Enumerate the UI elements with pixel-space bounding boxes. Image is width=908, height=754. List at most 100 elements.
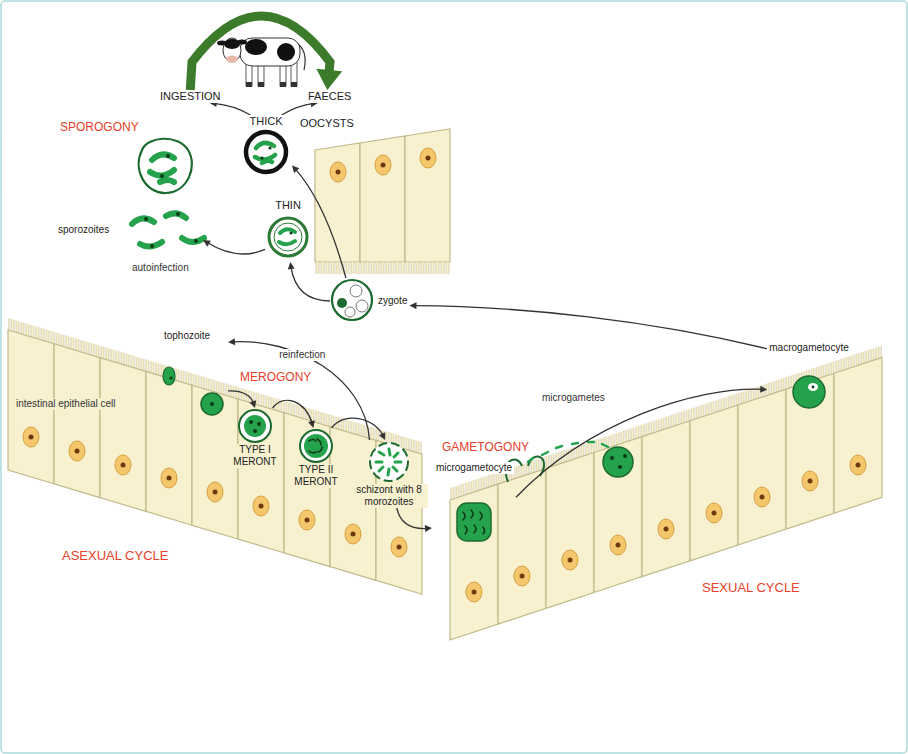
epithelial-cell	[450, 484, 498, 640]
ruptured-vacuole	[370, 443, 408, 481]
nucleus	[253, 496, 269, 516]
nucleus	[345, 524, 361, 544]
arrowhead	[379, 432, 385, 440]
zygote-vesicle	[350, 285, 362, 297]
calf-figure	[217, 38, 305, 87]
schizont-figure	[370, 443, 408, 481]
nucleolus	[616, 543, 621, 548]
dot	[194, 239, 198, 243]
epithelial-cell	[238, 399, 284, 553]
microvilli-band	[315, 262, 450, 274]
arrowhead	[308, 420, 315, 428]
dot	[290, 232, 293, 235]
meront-body	[244, 415, 266, 437]
nucleolus	[520, 574, 525, 579]
oocyst-wall	[269, 218, 307, 256]
dot	[253, 429, 257, 433]
epithelial-cell	[738, 389, 786, 545]
arrowhead	[203, 240, 211, 247]
dot	[166, 154, 170, 158]
autoinfection-label: autoinfection	[130, 262, 191, 274]
nucleolus	[760, 495, 765, 500]
arrowhead	[316, 69, 342, 90]
nucleus	[514, 566, 530, 586]
nucleus	[706, 503, 722, 523]
arrowhead	[292, 165, 299, 173]
oocysts-label: OOCYSTS	[298, 117, 356, 130]
nucleus	[375, 155, 391, 175]
early-meront-figure	[201, 393, 223, 415]
stage-figure-area	[146, 342, 228, 417]
dot	[623, 454, 627, 458]
nucleus	[299, 510, 315, 530]
stage-label: tophozoite	[162, 330, 212, 342]
nucleolus	[336, 170, 341, 175]
cow-hoof	[246, 82, 252, 87]
nucleus	[207, 482, 223, 502]
sporozoite	[132, 213, 204, 246]
connector	[203, 240, 265, 254]
macrogametocyte-body	[793, 376, 825, 408]
epithelial-cell	[546, 452, 594, 608]
epithelial-cell	[405, 129, 450, 262]
stage-label: INGESTION	[158, 90, 223, 103]
oocyst-inner-wall	[274, 223, 302, 251]
nucleus	[610, 535, 626, 555]
zygote-wall	[332, 280, 372, 320]
dot	[210, 402, 214, 406]
stage-heading: MEROGONY	[238, 370, 313, 385]
dot	[257, 422, 261, 426]
trophozoite-figure	[163, 367, 175, 385]
merozoite-marks	[309, 439, 322, 453]
connector	[516, 389, 767, 497]
nucleus	[754, 487, 770, 507]
nucleus	[802, 471, 818, 491]
nucleolus	[664, 527, 669, 532]
microgamete-marks	[463, 510, 485, 534]
macrogametocyte-figure	[793, 376, 825, 408]
trophozoite: tophozoite	[146, 330, 228, 417]
dot	[610, 456, 614, 460]
thin-oocyst: THIN	[265, 199, 311, 262]
epithelial-cell	[54, 344, 100, 498]
epithelial-cell	[690, 405, 738, 561]
nucleus	[658, 519, 674, 539]
stage-label: zygote	[376, 295, 409, 307]
cow-patch	[277, 43, 295, 61]
cell-label: intestinal epithelial cell	[14, 398, 118, 410]
nucleoli	[29, 435, 402, 550]
cycle-heading: ASEXUAL CYCLE	[60, 548, 170, 563]
thick-oocyst: THICK	[240, 115, 292, 178]
schizont: schizont with 8 morozoites	[350, 440, 428, 508]
stage-label: microgametocyte	[434, 462, 514, 474]
nucleus	[23, 427, 39, 447]
epithelial-cell	[360, 136, 405, 262]
dot	[169, 376, 172, 379]
dot	[160, 174, 164, 178]
ingestion-node: INGESTION	[158, 90, 223, 103]
dot	[176, 212, 180, 216]
nuclei	[466, 455, 866, 602]
stage-label: schizont with 8 morozoites	[350, 484, 428, 508]
type-ii-meront: TYPE II MERONT	[290, 428, 342, 488]
sporozoite-shapes	[255, 143, 275, 163]
stage-label: THIN	[273, 199, 303, 212]
stage-label: TYPE I MERONT	[230, 444, 280, 468]
stage-figure-area	[111, 205, 203, 255]
arrowhead	[425, 525, 432, 532]
epithelial-cell	[594, 437, 642, 593]
microgametocyte-body	[457, 503, 491, 541]
nucleolus	[856, 463, 861, 468]
macrogametocyte-fertilisation-figure	[603, 447, 633, 477]
nucleolus	[29, 435, 34, 440]
epithelium-asexual	[8, 318, 422, 594]
nucleolus	[351, 532, 356, 537]
macrogametocyte-nucleus	[808, 383, 818, 391]
cow-head	[223, 38, 241, 62]
arrowhead	[288, 262, 295, 269]
stage-figure-area	[240, 128, 292, 178]
stage-heading: GAMETOGONY	[440, 440, 531, 455]
epithelial-cell	[786, 373, 834, 529]
